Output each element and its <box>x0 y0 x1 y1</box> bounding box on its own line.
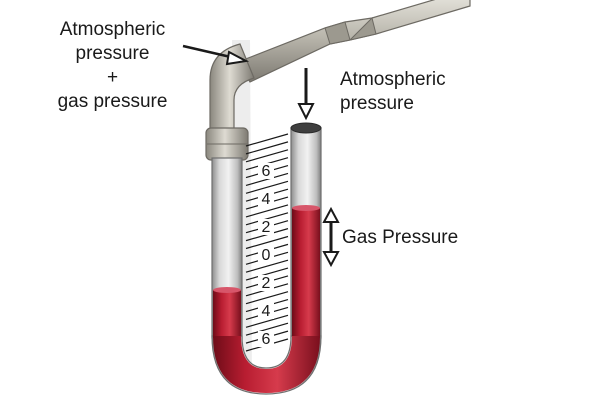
label-combined-pressure: Atmospheric pressure + gas pressure <box>40 18 185 114</box>
label-line: gas pressure <box>57 91 168 112</box>
tube-open-end <box>290 122 322 134</box>
gas-supply-pipe <box>205 0 471 161</box>
scale-label-bg <box>258 275 274 291</box>
scale-tick <box>245 235 289 250</box>
scale-tick-label: 0 <box>262 247 271 264</box>
scale-label-bg <box>258 331 274 347</box>
scale-tick <box>245 149 289 163</box>
pipe-twist <box>324 17 377 45</box>
pipe-elbow <box>209 43 255 131</box>
scale-tick <box>245 141 289 155</box>
scale-label-bg <box>258 191 274 207</box>
label-line: pressure <box>75 43 150 64</box>
scale-label-bg <box>258 247 274 263</box>
liquid <box>213 205 320 393</box>
scale-tick-label: 2 <box>262 219 271 236</box>
scale-tick <box>245 133 289 147</box>
arrow-combined-pressure <box>182 44 250 66</box>
label-line: Atmospheric <box>59 19 166 40</box>
scale-tick <box>245 172 289 186</box>
scale-tick-label: 4 <box>262 303 271 320</box>
scale-tick <box>245 204 289 218</box>
scale-tick-label: 6 <box>262 163 271 180</box>
scale-tick <box>245 291 289 305</box>
label-gas-pressure: Gas Pressure <box>342 227 459 248</box>
scale: 6 4 2 0 2 4 6 <box>245 133 289 352</box>
label-line: pressure <box>340 93 414 114</box>
label-line: + <box>106 67 119 88</box>
scale-label-bg <box>258 163 274 179</box>
label-line: Atmospheric <box>340 69 446 90</box>
scale-tick-label: 6 <box>262 331 271 348</box>
scale-tick-label: 2 <box>262 275 271 292</box>
scale-tick-label: 4 <box>262 191 271 208</box>
scale-label-bg <box>258 303 274 319</box>
scale-tick <box>245 314 289 328</box>
scale-tick <box>245 180 289 194</box>
scale-tick <box>245 212 289 226</box>
scale-tick <box>245 267 289 281</box>
arrow-gas-pressure <box>322 206 340 268</box>
label-atmospheric-pressure: Atmospheric pressure <box>340 68 446 116</box>
scale-tick <box>245 259 289 273</box>
scale-tick <box>245 322 289 336</box>
arrow-atmospheric-down <box>297 68 315 121</box>
scale-label-bg <box>258 219 274 235</box>
